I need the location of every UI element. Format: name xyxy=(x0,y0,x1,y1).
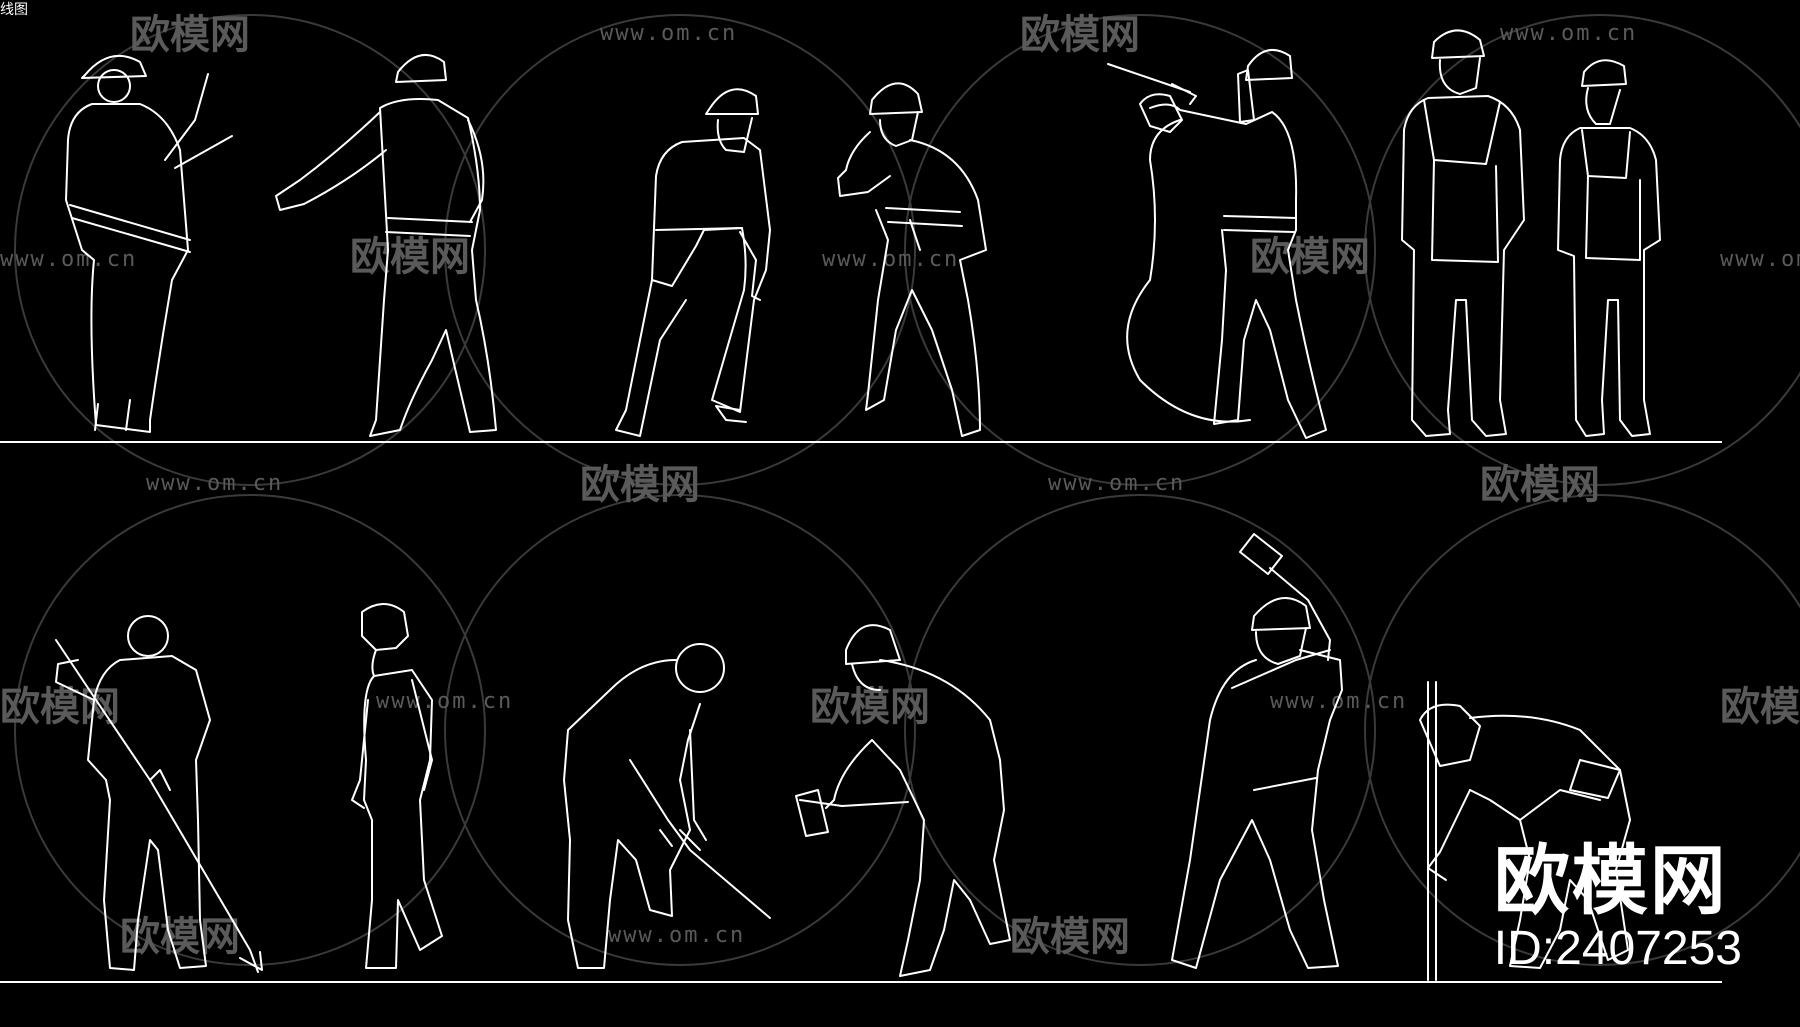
figures-layer xyxy=(55,29,1661,981)
watermark-brand: 欧模网 xyxy=(580,462,700,508)
watermark-site: www.om.cn xyxy=(1720,247,1800,272)
watermark-brand: 欧模网 xyxy=(0,684,120,730)
watermark-brand: 欧模网 xyxy=(1720,684,1800,730)
worker-walking-gloved xyxy=(615,88,771,437)
watermark-brand: 欧模网 xyxy=(1480,462,1600,508)
watermark-brand: 欧模网 xyxy=(1010,914,1130,960)
watermark-site: www.om.cn xyxy=(0,247,137,272)
worker-in-overalls-standing xyxy=(1401,29,1525,437)
welder-with-torch-and-hose xyxy=(1107,48,1327,439)
worker-swinging-sledgehammer xyxy=(1171,533,1343,969)
watermark-brand: 欧模网 xyxy=(350,234,470,280)
watermark-circles xyxy=(14,14,1800,966)
watermark-site: www.om.cn xyxy=(600,21,737,46)
watermark-brand: 欧模网 xyxy=(120,914,240,960)
watermark-site: www.om.cn xyxy=(1500,21,1637,46)
watermark-site: www.om.cn xyxy=(1048,471,1185,496)
watermark-site: www.om.cn xyxy=(1270,689,1407,714)
watermark-site: www.om.cn xyxy=(608,923,745,948)
watermark-brand: 欧模网 xyxy=(810,684,930,730)
man-walking-side-view xyxy=(351,603,443,969)
worker-driving-stake xyxy=(1419,681,1631,981)
watermark-layer: 欧模网欧模网欧模网欧模网欧模网欧模网欧模网欧模网欧模网欧模网欧模网www.om.… xyxy=(0,12,1800,960)
watermark-brand: 欧模网 xyxy=(1250,234,1370,280)
watermark-brand: 欧模网 xyxy=(1020,12,1140,58)
worker-with-sledgehammer-bent xyxy=(795,624,1011,977)
id-badge: 欧模网 ID:2407253 xyxy=(1494,839,1742,975)
watermark-brand: 欧模网 xyxy=(130,12,250,58)
watermark-site: www.om.cn xyxy=(376,689,513,714)
badge-id: ID:2407253 xyxy=(1493,922,1742,975)
watermark-site: www.om.cn xyxy=(822,247,959,272)
worker-pointing-with-clipboard xyxy=(65,54,233,433)
corner-label: 线图 xyxy=(0,2,28,18)
worker-raking xyxy=(55,615,263,973)
worker-bending-with-bar xyxy=(563,643,771,969)
worker-checking-watch xyxy=(837,82,987,437)
female-worker-in-overalls xyxy=(1557,59,1661,437)
worker-gesturing-back-view xyxy=(275,53,497,437)
watermark-site: www.om.cn xyxy=(146,471,283,496)
badge-brand: 欧模网 xyxy=(1493,836,1728,925)
